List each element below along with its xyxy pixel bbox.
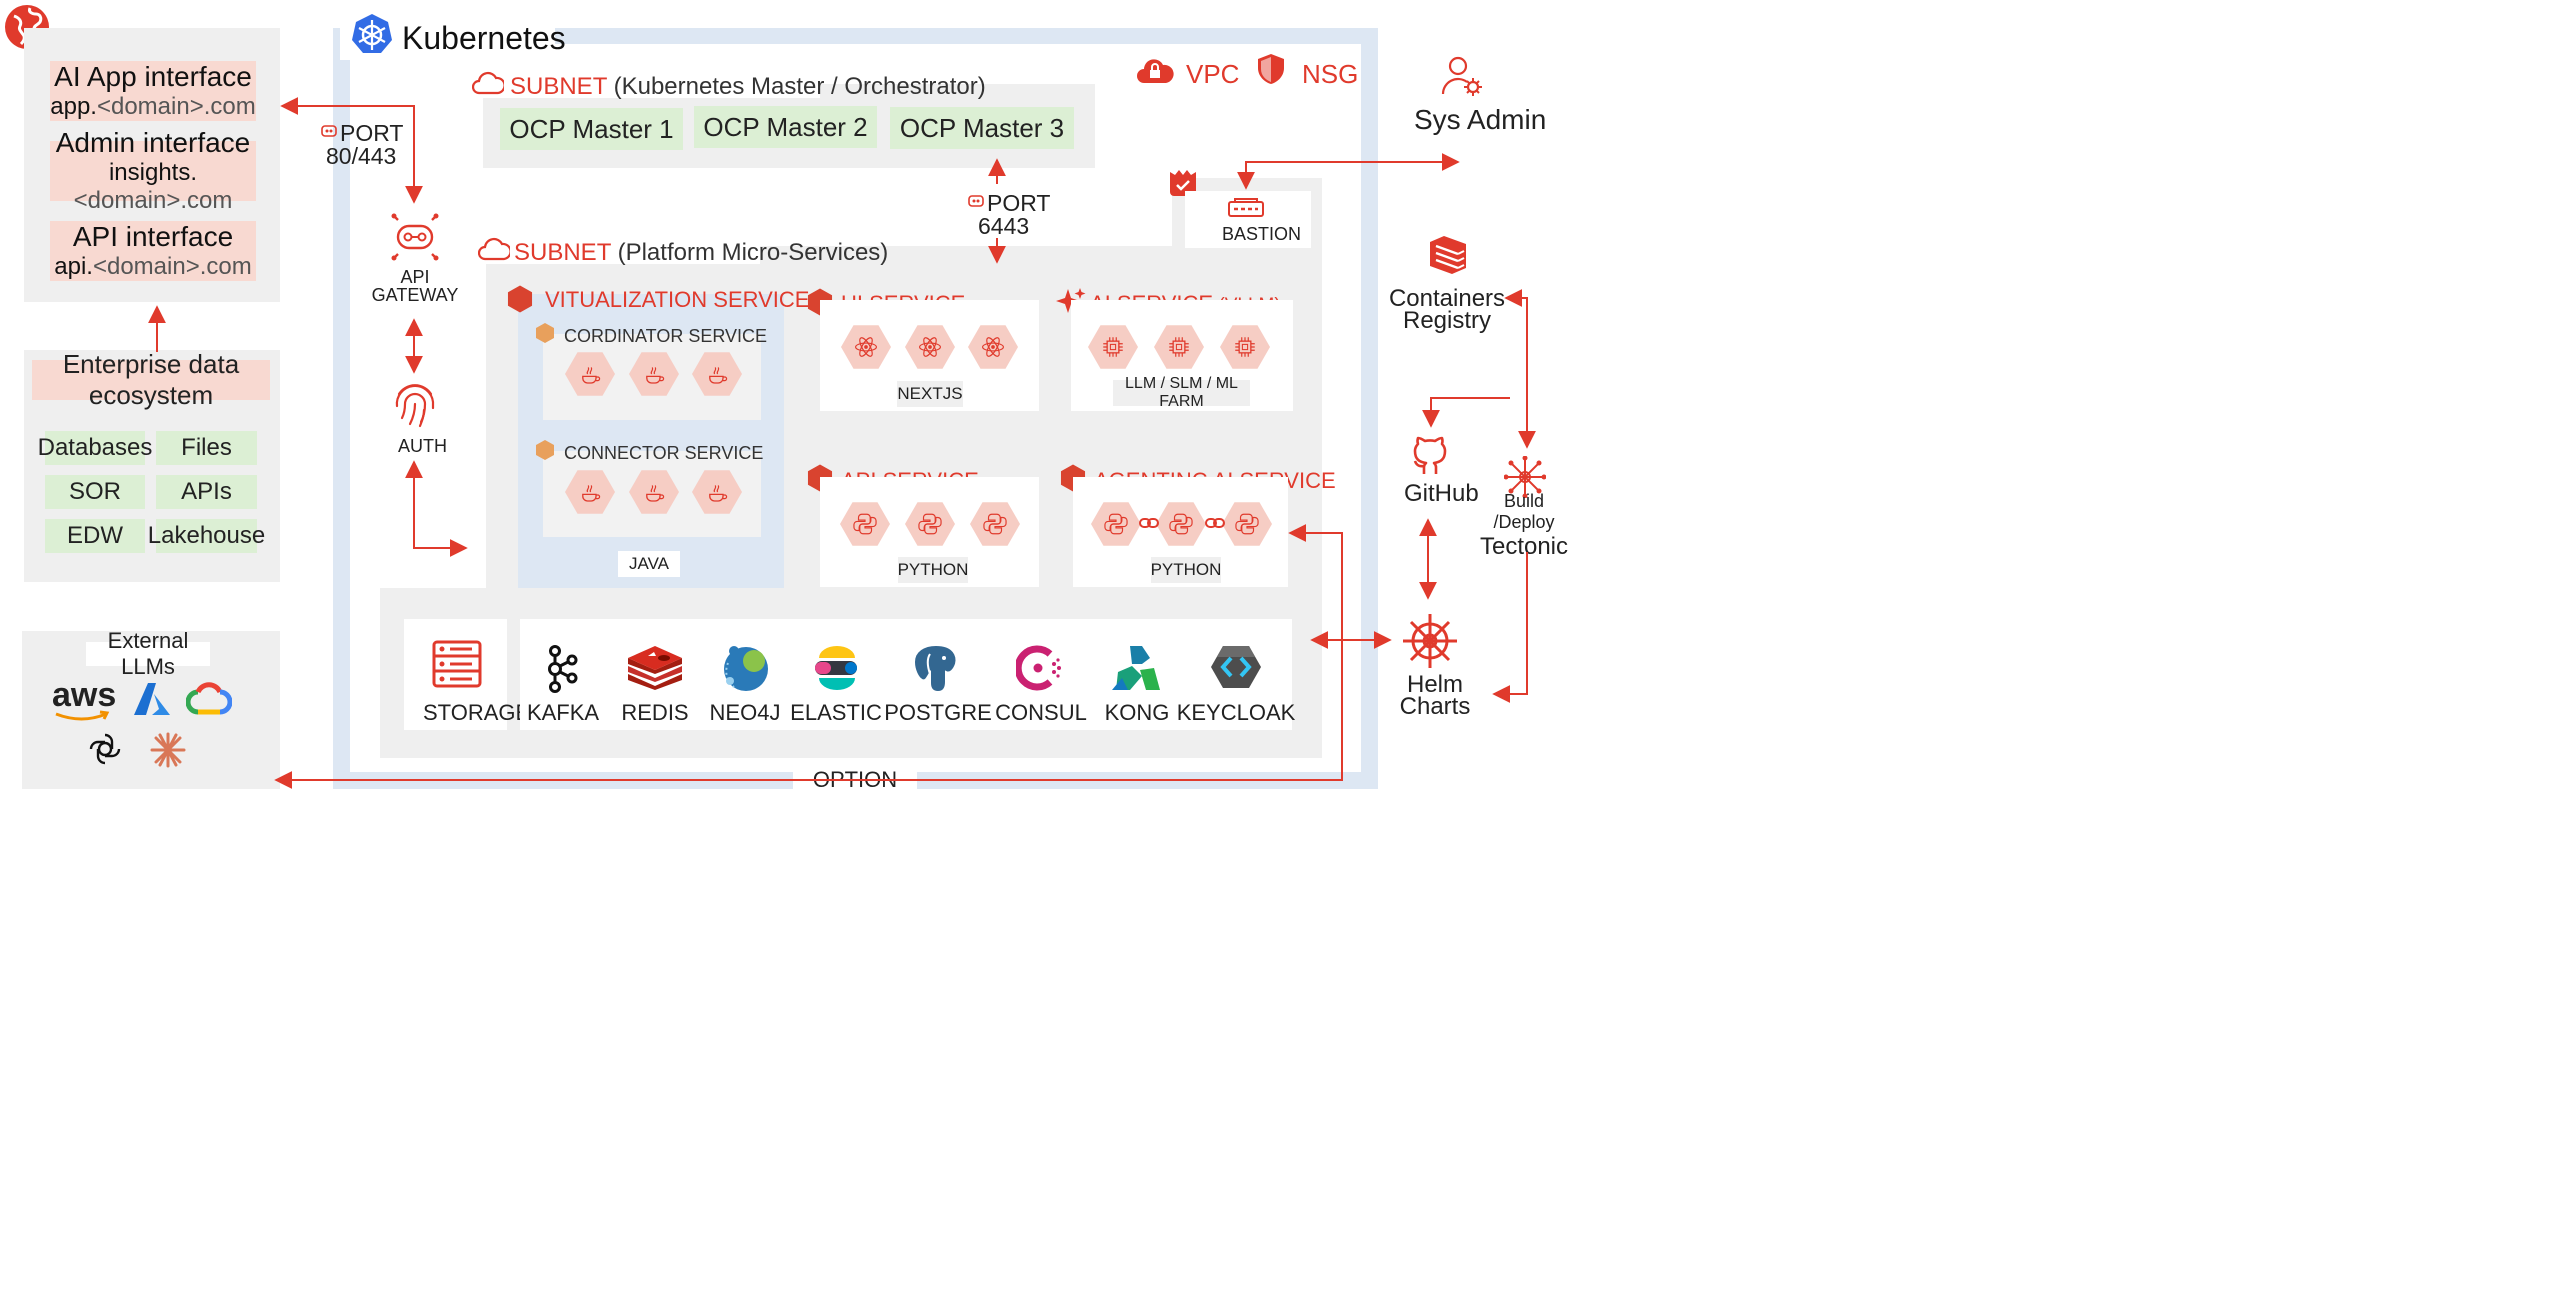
github-label: GitHub bbox=[1404, 480, 1479, 507]
helm-line1: Helm bbox=[1406, 671, 1463, 698]
hexagon-icon bbox=[536, 323, 554, 343]
anthropic-logo bbox=[150, 732, 186, 768]
interface-prefix: api. bbox=[54, 253, 93, 280]
interface-domain: <domain>.com bbox=[73, 187, 233, 214]
subnet-platform-label: SUBNET (Platform Micro-Services) bbox=[514, 239, 888, 267]
subnet-desc: (Kubernetes Master / Orchestrator) bbox=[606, 73, 986, 100]
tectonic-line1: Build /Deploy bbox=[1493, 491, 1555, 532]
tech-tag: NEXTJS bbox=[897, 381, 963, 407]
ocp-master-1[interactable]: OCP Master 1 bbox=[500, 108, 683, 150]
hexagon-icon bbox=[536, 440, 554, 460]
subnet-master-label: SUBNET (Kubernetes Master / Orchestrator… bbox=[510, 73, 986, 101]
github-icon bbox=[1410, 432, 1450, 476]
port-mid-label: PORT bbox=[987, 190, 1051, 216]
cloud-icon bbox=[472, 71, 504, 95]
interface-title: Admin interface bbox=[55, 127, 251, 158]
tectonic-label: Build /Deploy Tectonic bbox=[1478, 491, 1570, 560]
registry-line2: Registry bbox=[1402, 307, 1492, 334]
aws-text: aws bbox=[52, 676, 117, 714]
enterprise-item[interactable]: APIs bbox=[156, 475, 257, 509]
registry-label: Containers Registry bbox=[1389, 287, 1505, 334]
helm-icon bbox=[1400, 612, 1460, 670]
api-gateway-label: API GATEWAY bbox=[371, 266, 459, 306]
bastion-box[interactable] bbox=[1185, 191, 1311, 248]
enterprise-item[interactable]: Databases bbox=[38, 431, 152, 465]
helm-line2: Charts bbox=[1399, 693, 1471, 720]
interface-admin[interactable]: Admin interface insights.<domain>.com bbox=[50, 127, 256, 214]
google-cloud-logo bbox=[186, 682, 232, 716]
openai-logo bbox=[88, 732, 122, 766]
port-mid-value: 6443 bbox=[978, 213, 1030, 239]
tectonic-line2: Tectonic bbox=[1479, 533, 1569, 560]
subnet-desc: (Platform Micro-Services) bbox=[610, 239, 889, 266]
enterprise-item[interactable]: SOR bbox=[45, 475, 145, 509]
admin-user-icon bbox=[1440, 54, 1484, 98]
interface-ai-app[interactable]: AI App interface app.<domain>.com bbox=[50, 61, 256, 121]
cloud-icon bbox=[478, 237, 510, 261]
api-gateway-line2: GATEWAY bbox=[371, 285, 459, 305]
helm-label: Helm Charts bbox=[1399, 671, 1471, 720]
azure-logo bbox=[134, 682, 170, 716]
bastion-label: BASTION bbox=[1222, 224, 1302, 244]
ocp-master-3[interactable]: OCP Master 3 bbox=[890, 107, 1074, 149]
subnet-master-label-bg bbox=[470, 70, 820, 98]
interface-prefix: insights. bbox=[108, 159, 198, 186]
shield-icon bbox=[1256, 53, 1286, 85]
virtualization-title: VITUALIZATION SERVICE bbox=[545, 287, 810, 312]
subnet-platform-label-bg bbox=[478, 236, 760, 264]
cordinator-title: CORDINATOR SERVICE bbox=[564, 326, 768, 346]
interface-domain: <domain>.com bbox=[96, 93, 256, 120]
cloud-lock-icon bbox=[1136, 56, 1174, 84]
fingerprint-icon bbox=[392, 380, 438, 428]
subnet-tag: SUBNET bbox=[514, 239, 611, 266]
port-icon bbox=[968, 195, 984, 207]
auth-label: AUTH bbox=[398, 436, 447, 456]
vpc-label: VPC bbox=[1186, 59, 1240, 89]
server-icon bbox=[1227, 197, 1265, 219]
sysadmin-label: Sys Admin bbox=[1414, 104, 1547, 135]
connector-title: CONNECTOR SERVICE bbox=[564, 443, 764, 463]
registry-line1: Containers bbox=[1388, 285, 1506, 312]
interface-api[interactable]: API interface api.<domain>.com bbox=[50, 221, 256, 281]
sparkle-icon bbox=[1056, 287, 1086, 317]
interface-prefix: app. bbox=[50, 93, 97, 120]
enterprise-title: Enterprise data ecosystem bbox=[32, 349, 270, 410]
enterprise-item[interactable]: Lakehouse bbox=[148, 519, 265, 553]
security-badge-icon bbox=[1168, 168, 1198, 200]
subnet-tag: SUBNET bbox=[510, 73, 607, 100]
interface-title: API interface bbox=[72, 221, 234, 252]
container-registry-icon bbox=[1428, 234, 1468, 276]
kubernetes-icon bbox=[351, 13, 393, 55]
aws-logo: aws bbox=[52, 676, 117, 722]
tech-tag: LLM / SLM / ML FARM bbox=[1113, 375, 1250, 410]
interface-domain: <domain>.com bbox=[92, 253, 252, 280]
kubernetes-title: Kubernetes bbox=[402, 20, 566, 56]
interface-title: AI App interface bbox=[54, 61, 252, 92]
tectonic-icon bbox=[1504, 456, 1546, 498]
api-gateway-icon bbox=[390, 212, 440, 262]
api-gateway-line1: API bbox=[400, 267, 430, 287]
enterprise-item[interactable]: EDW bbox=[45, 519, 145, 553]
enterprise-item[interactable]: Files bbox=[156, 431, 257, 465]
nsg-label: NSG bbox=[1302, 59, 1359, 89]
ocp-master-2[interactable]: OCP Master 2 bbox=[694, 106, 877, 148]
